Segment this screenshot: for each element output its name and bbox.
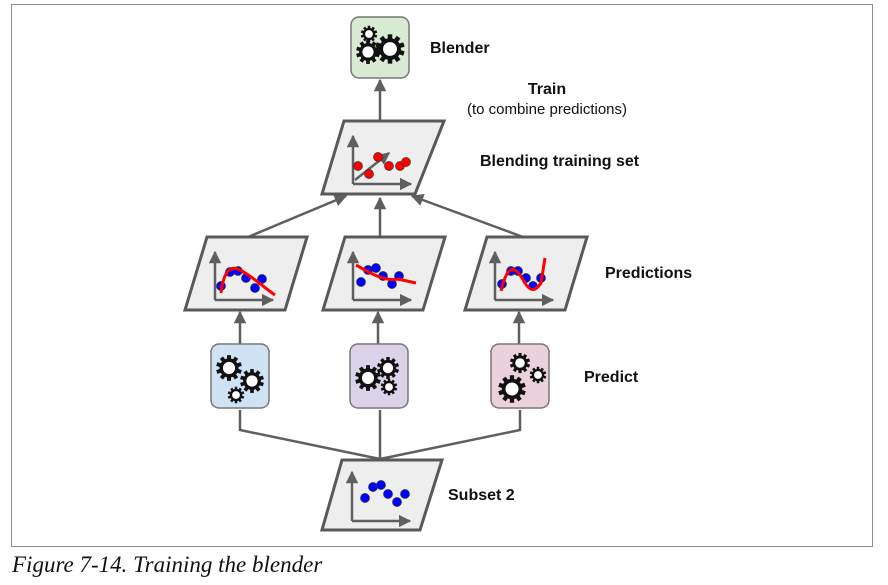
figure-caption: Figure 7-14. Training the blender xyxy=(12,552,323,577)
data-point xyxy=(250,283,260,293)
blender-node xyxy=(350,16,410,79)
predictions-label: Predictions xyxy=(605,265,692,282)
gear xyxy=(377,357,399,379)
connectors xyxy=(233,78,526,461)
predictor-2 xyxy=(349,343,409,409)
data-point xyxy=(401,157,411,167)
gear xyxy=(216,355,242,381)
data-point xyxy=(360,493,370,503)
data-point xyxy=(383,489,393,499)
data-point xyxy=(384,161,394,171)
prediction-curve xyxy=(499,257,547,292)
red-points xyxy=(353,152,411,179)
data-point xyxy=(392,497,402,507)
predictor-3 xyxy=(490,343,550,409)
arrow-prediction-3-to-blending-set xyxy=(410,194,524,239)
prediction-panel-3 xyxy=(462,235,590,312)
data-point xyxy=(400,489,410,499)
gear xyxy=(227,386,245,404)
gear xyxy=(509,352,531,374)
data-point xyxy=(376,480,386,490)
gear xyxy=(240,369,264,393)
blender-label: Blender xyxy=(430,40,490,57)
data-point xyxy=(371,263,381,273)
prediction-panel-1 xyxy=(182,235,310,312)
predict-label: Predict xyxy=(584,369,639,386)
data-point xyxy=(373,152,383,162)
connector-subset-to-predictor-1 xyxy=(238,410,381,461)
data-point xyxy=(368,482,378,492)
prediction-curve xyxy=(219,266,276,297)
gear xyxy=(529,366,547,384)
blue-points xyxy=(360,480,410,507)
subset-panel xyxy=(320,458,445,532)
data-point xyxy=(353,161,363,171)
predictor-1 xyxy=(210,343,270,409)
blending-training-set-label: Blending training set xyxy=(480,153,640,170)
train-label: Train xyxy=(528,81,566,98)
gear xyxy=(355,365,381,391)
panel-shape xyxy=(320,458,445,532)
arrow-prediction-1-to-blending-set xyxy=(247,194,348,239)
gear xyxy=(498,375,526,403)
prediction-panel-2 xyxy=(320,235,448,312)
train-note: (to combine predictions) xyxy=(467,101,627,118)
gear xyxy=(380,378,398,396)
connector-subset-to-predictor-3 xyxy=(379,410,522,461)
blending-training-set-panel xyxy=(319,119,447,196)
data-point xyxy=(364,169,374,179)
figure-frame xyxy=(11,4,873,547)
data-point xyxy=(356,277,366,287)
prediction-curve xyxy=(355,263,417,285)
subset-label: Subset 2 xyxy=(448,487,515,504)
